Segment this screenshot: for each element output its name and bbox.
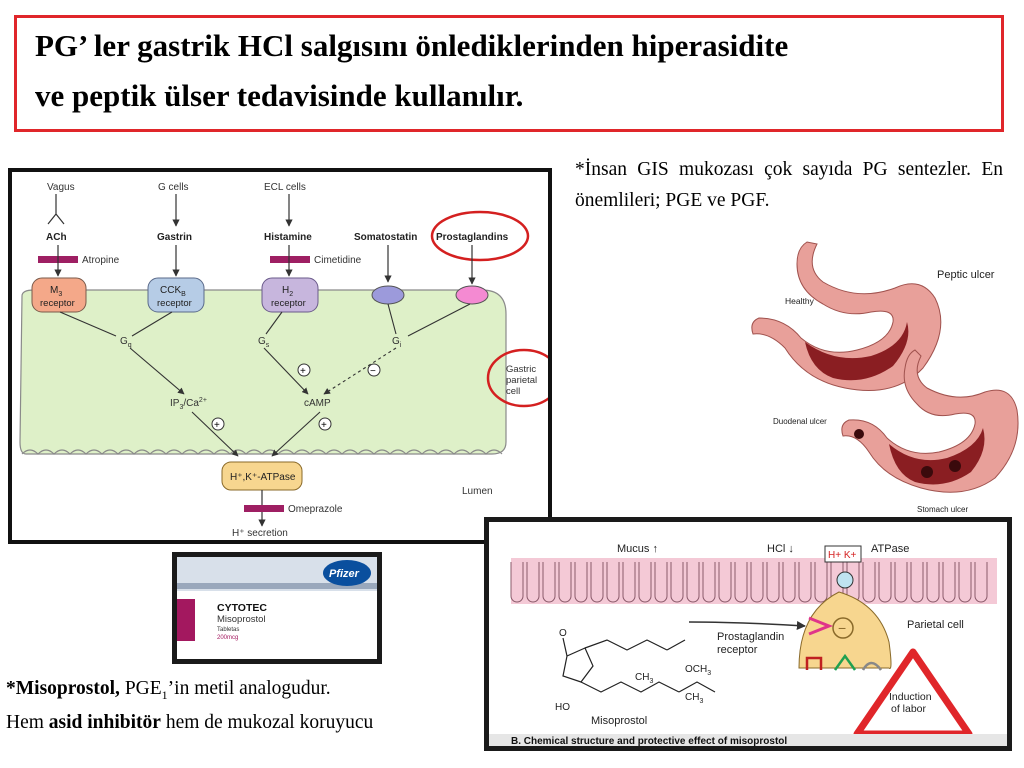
label-ecl-cells: ECL cells [264,182,306,193]
parietal-cell-highlight-circle [486,348,548,408]
label-duodenal-ulcer: Duodenal ulcer [773,417,827,426]
prostaglandin-receptor [455,285,489,305]
label-ho: HO [555,702,570,713]
label-cell: cell [506,386,520,397]
cytotec-dose: 200mcg [217,635,238,641]
label-hk: H+ K+ [828,550,857,561]
h2-receptor-label: receptor [271,298,306,309]
insan-gis-text: *İnsan GIS mukozası çok sayıda PG sentez… [575,159,1003,211]
svg-text:−: − [838,620,846,636]
omeprazole-bar [244,505,284,512]
label-histamine: Histamine [264,232,312,243]
label-g-cells: G cells [158,182,189,193]
h2-receptor [261,277,319,313]
pathway-svg: Vagus G cells ECL cells ACh Gastrin Hist… [19,182,548,539]
svg-text:CH3: CH3 [685,692,703,705]
title-line-2: ve peptik ülser tedavisinde kullanılır. [35,78,524,113]
label-atropine: Atropine [82,255,120,266]
cckb-receptor [147,277,205,313]
cytotec-name: CYTOTEC [217,602,267,614]
cytotec-package: Pfizer CYTOTEC Misoprostol Tabletas 200m… [172,552,382,664]
label-gastric: Gastric [506,364,536,375]
label-camp: cAMP [304,398,331,409]
cell-bottom-scallop [21,449,503,455]
minus-circle [832,617,854,639]
parietal-cell-body [19,289,507,455]
label-atpase-panel: ATPase [871,543,909,555]
cckb-receptor-label: receptor [157,298,192,309]
m3-receptor [31,277,87,313]
svg-text:H2: H2 [282,285,293,298]
prostaglandins-highlight-circle [430,210,530,262]
misoprostol-note: *Misoprostol, PGE1’in metil analogudur. … [6,675,496,737]
healthy-stomach [751,241,942,391]
label-gastrin: Gastrin [157,232,192,243]
label-induction-2: of labor [891,703,927,715]
label-atpase: H⁺,K⁺-ATPase [230,472,296,483]
label-stomach-ulcer: Stomach ulcer [917,505,968,514]
title-box: PG’ ler gastrik HCl salgısını önledikler… [14,15,1004,132]
miso-note-line-2: Hem asid inhibitör hem de mukozal koruyu… [6,711,374,733]
svg-text:+: + [321,420,327,431]
svg-text:M3: M3 [50,285,62,298]
stomach-ulcer-illustration: Peptic ulcer Healthy Duodenal ulcer Stom… [745,238,1020,518]
label-o: O [559,628,567,639]
label-lumen: Lumen [462,486,493,497]
label-cimetidine: Cimetidine [314,255,362,266]
svg-text:Gq: Gq [120,336,132,349]
cytotec-generic: Misoprostol [217,614,266,625]
gastric-acid-pathway-figure: Vagus G cells ECL cells ACh Gastrin Hist… [8,168,552,544]
label-pg-receptor-2: receptor [717,644,758,656]
svg-text:CH3: CH3 [635,672,653,685]
label-omeprazole: Omeprazole [288,504,343,515]
ulcer-stomach [841,349,1019,493]
svg-text:Gs: Gs [258,336,270,349]
label-peptic-ulcer: Peptic ulcer [937,269,995,281]
svg-text:OCH3: OCH3 [685,664,711,677]
label-ach: ACh [46,232,67,243]
pfizer-brand: Pfizer [329,568,360,580]
label-mucus: Mucus ↑ [617,543,658,555]
label-vagus: Vagus [47,182,75,193]
miso-note-line-1: *Misoprostol, PGE1’in metil analogudur. [6,678,331,702]
pfizer-logo [323,560,371,586]
label-somatostatin: Somatostatin [354,232,417,243]
title-line-1: PG’ ler gastrik HCl salgısını önledikler… [35,28,789,63]
svg-text:+: + [214,420,220,431]
label-h-secretion: H⁺ secretion [232,528,288,539]
svg-text:+: + [300,366,306,377]
cimetidine-bar [270,256,310,263]
label-parietal: parietal [506,375,537,386]
misoprostol-effect-figure: Mucus ↑ HCl ↓ H+ K+ ATPase − Parietal ce… [484,517,1012,751]
cytotec-stripe [177,599,195,641]
label-prostaglandins: Prostaglandins [436,232,509,243]
label-induction-1: Induction [889,691,932,703]
label-hcl: HCl ↓ [767,543,794,555]
label-misoprostol-structure: Misoprostol [591,715,647,727]
label-pg-receptor-1: Prostaglandin [717,631,784,643]
svg-text:Gi: Gi [392,336,402,349]
label-parietal-cell: Parietal cell [907,619,964,631]
cytotec-form: Tabletas [217,627,239,633]
svg-text:−: − [370,366,376,377]
misoprostol-structure [562,637,716,693]
somatostatin-receptor [371,285,405,305]
svg-text:CCKB: CCKB [160,285,186,298]
svg-text:IP3/Ca2+: IP3/Ca2+ [170,397,207,411]
m3-receptor-label: receptor [40,298,75,309]
label-healthy: Healthy [785,296,815,306]
miso-caption: B. Chemical structure and protective eff… [511,736,787,746]
